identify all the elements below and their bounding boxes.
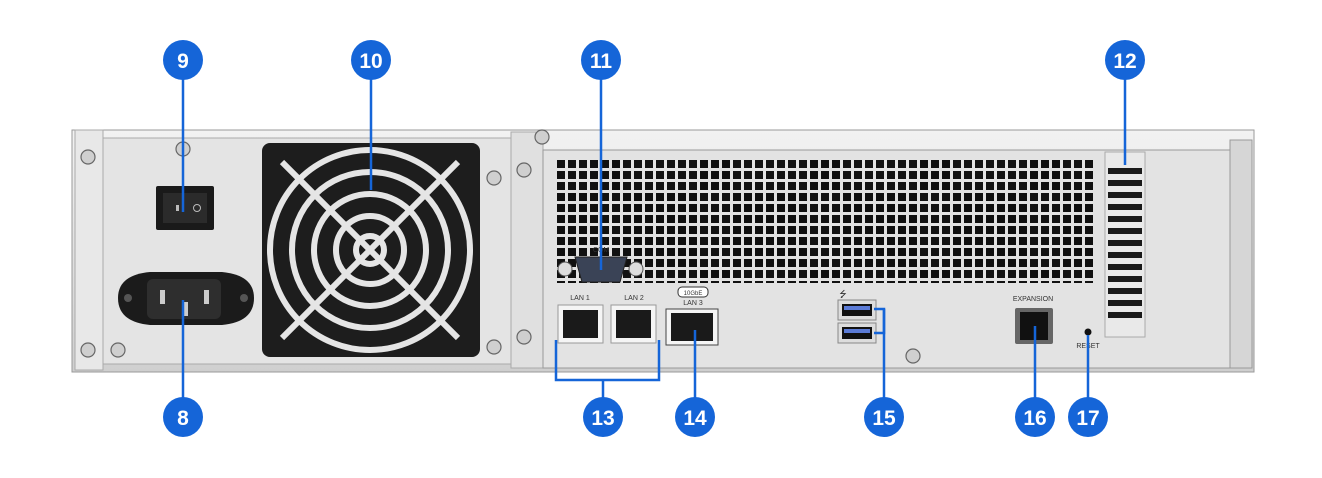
svg-text:11: 11	[590, 50, 613, 73]
expansion-label: EXPANSION	[1013, 296, 1053, 303]
svg-text:16: 16	[1023, 407, 1046, 430]
lan-port-1[interactable]: LAN 1	[557, 295, 604, 344]
callout-17: 17	[1068, 397, 1108, 437]
power-switch[interactable]	[156, 186, 214, 230]
usb-ports[interactable]: ⭍	[837, 289, 877, 344]
fan-grille	[262, 143, 480, 357]
lan3-label: LAN 3	[683, 300, 703, 307]
svg-text:13: 13	[591, 407, 614, 430]
callout-9: 9	[163, 40, 203, 80]
callout-11: 11	[581, 40, 621, 80]
svg-text:8: 8	[177, 407, 189, 430]
callout-14: 14	[675, 397, 715, 437]
svg-text:9: 9	[177, 50, 189, 73]
power-inlet[interactable]	[118, 272, 254, 325]
callout-15: 15	[864, 397, 904, 437]
lan1-label: LAN 1	[570, 295, 590, 302]
lan2-label: LAN 2	[624, 295, 644, 302]
callout-13: 13	[583, 397, 623, 437]
svg-text:14: 14	[683, 407, 707, 430]
svg-text:12: 12	[1113, 50, 1136, 73]
svg-text:10: 10	[359, 50, 382, 73]
callout-16: 16	[1015, 397, 1055, 437]
lan-port-2[interactable]: LAN 2	[610, 295, 657, 344]
svg-text:15: 15	[872, 407, 896, 430]
vent-grid	[557, 160, 1096, 283]
svg-text:17: 17	[1076, 407, 1099, 430]
side-vent	[1104, 151, 1146, 338]
callout-8: 8	[163, 397, 203, 437]
lan-port-3[interactable]: 10GbE LAN 3	[665, 286, 719, 346]
usb-icon: ⭍	[839, 289, 847, 299]
10gbe-badge: 10GbE	[684, 291, 703, 297]
callout-12: 12	[1105, 40, 1145, 80]
callout-10: 10	[351, 40, 391, 80]
callout-leaders	[181, 78, 1127, 398]
